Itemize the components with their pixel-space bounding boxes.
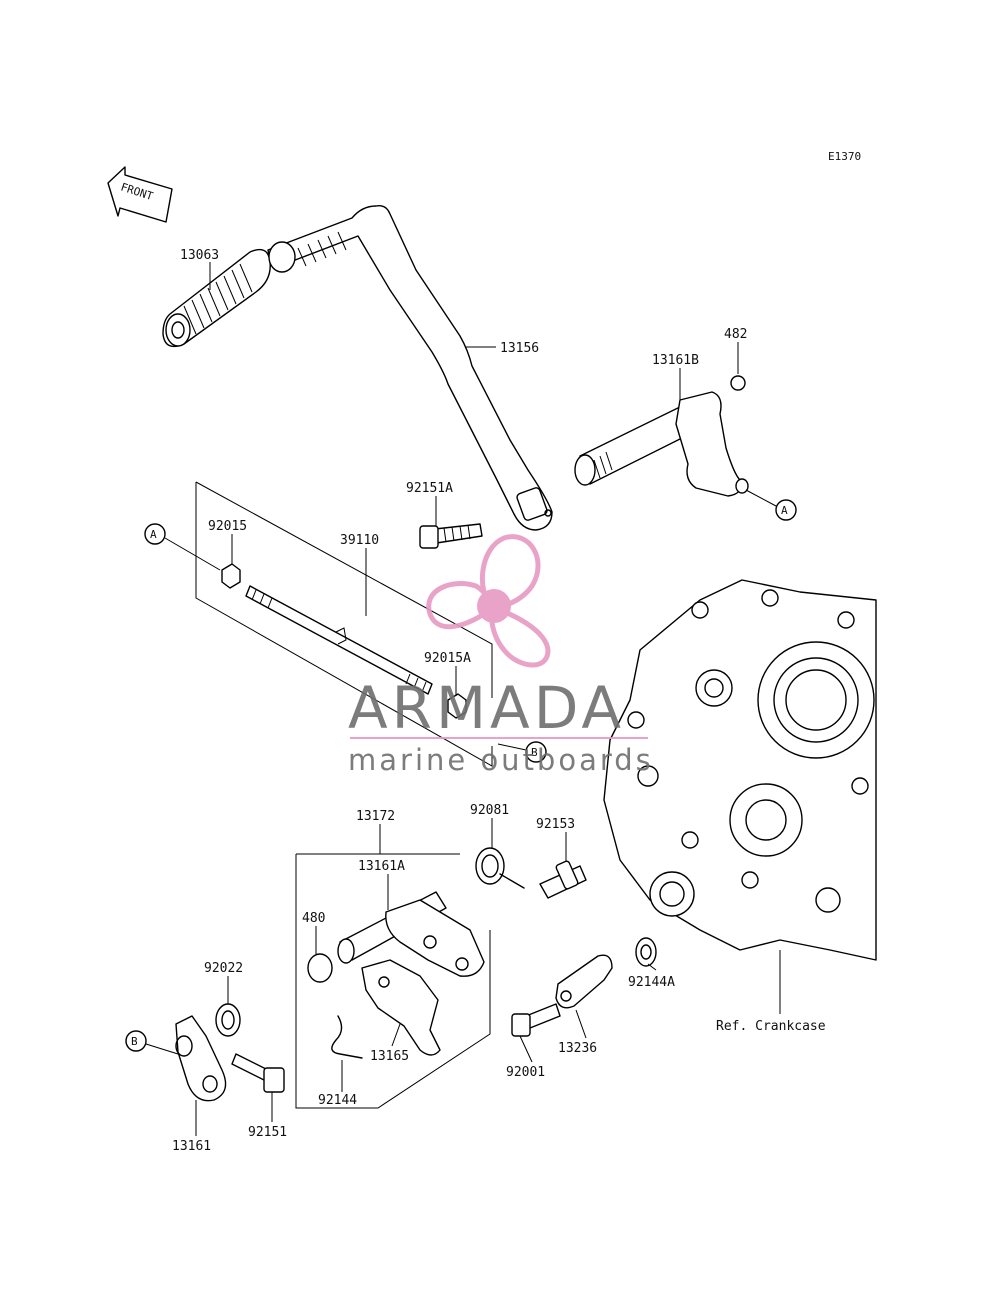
shift-pedal [267,204,553,531]
part-label: 92001 [506,1065,545,1080]
svg-text:B: B [131,1035,138,1048]
ref-note: Ref. Crankcase [716,1019,826,1034]
front-arrow-icon: FRONT [107,166,173,223]
part-label: 13063 [180,248,219,263]
part-label: 92081 [470,803,509,818]
lever-13236 [555,954,613,1009]
shift-arm-13161 [175,1015,227,1102]
bolt-92151a [419,523,483,549]
part-labels: 13063 13156 482 13161B 92151A 92015 3911… [172,248,826,1154]
spring-92081 [475,847,525,889]
front-arrow-label: FRONT [119,180,155,203]
part-label: 13165 [370,1049,409,1064]
ref-marker-b-upper: B [497,741,547,763]
part-label: 13161 [172,1139,211,1154]
part-label: 480 [302,911,325,926]
svg-text:A: A [781,504,788,517]
part-label: 92151 [248,1125,287,1140]
propeller-logo-icon [426,534,551,668]
pin-92153 [539,860,587,899]
crankcase [603,579,877,961]
bolt-92151 [231,1053,285,1093]
spring-92144 [331,1015,363,1059]
part-label: 13172 [356,809,395,824]
part-label: 92144 [318,1093,357,1108]
shift-shaft-13161a [337,891,485,977]
part-label: 13161A [358,859,405,874]
part-label: 13236 [558,1041,597,1056]
figure-code: E1370 [828,150,861,163]
leader-lines [195,262,781,1136]
part-label: 13156 [500,341,539,356]
plate-13165 [361,959,441,1056]
svg-text:B: B [531,746,538,759]
part-label: 92015A [424,651,471,666]
svg-text:A: A [150,528,157,541]
part-label: 13161B [652,353,699,368]
washer-92022 [215,1003,241,1037]
part-label: 92015 [208,519,247,534]
rubber-grip [162,248,271,348]
part-label: 39110 [340,533,379,548]
part-label: 92022 [204,961,243,976]
tie-rod [195,481,493,767]
spring-92144a [635,937,657,967]
ref-marker-b-lower: B [125,1030,179,1055]
circlip-480 [307,953,333,983]
ref-marker-a-lower: A [144,523,221,571]
shift-shaft-13161b [574,375,749,497]
watermark-brand: ARMADA [348,674,625,742]
watermark: ARMADA marine outboards [348,534,654,777]
ref-marker-a-upper: A [745,489,797,521]
part-label: 92151A [406,481,453,496]
part-label: 92153 [536,817,575,832]
part-label: 482 [724,327,747,342]
bolt-92001 [511,1003,561,1037]
watermark-tagline: marine outboards [348,743,654,777]
part-label: 92144A [628,975,675,990]
